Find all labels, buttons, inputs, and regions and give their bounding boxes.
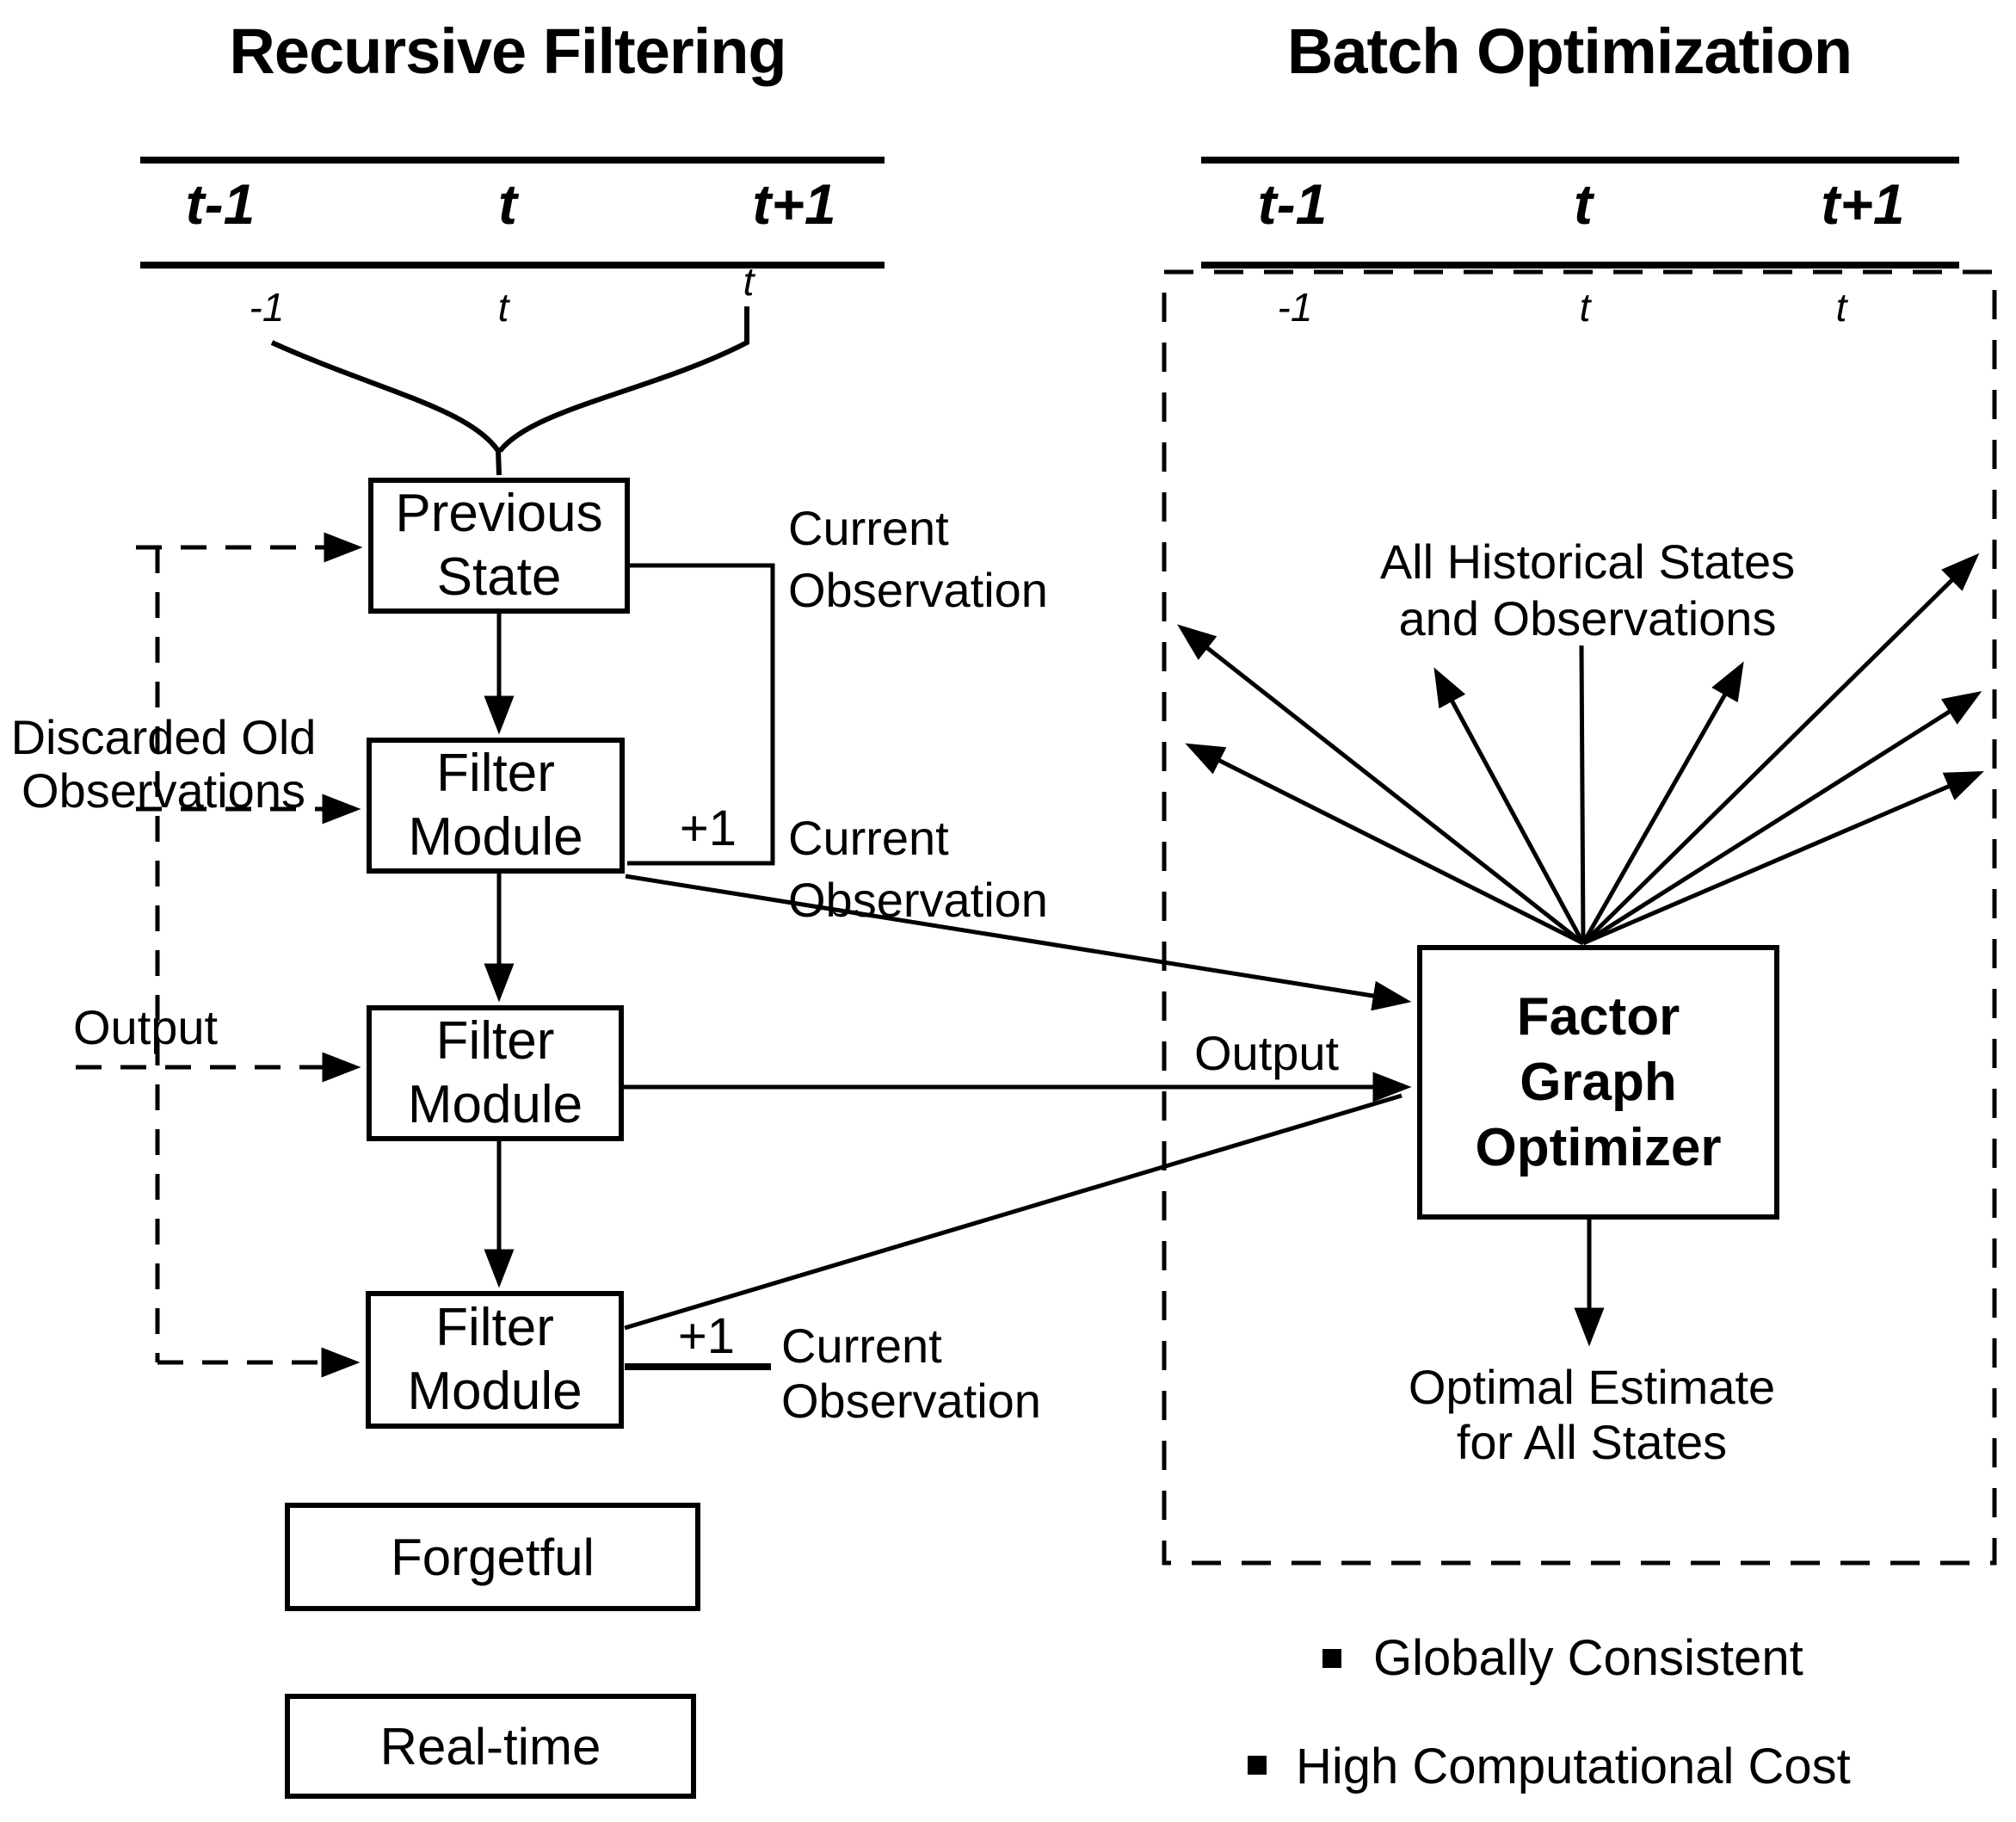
fan-arrow-up-right	[1581, 661, 1744, 945]
right-timeline-sublabel-1: -1	[1277, 285, 1313, 330]
optimal-estimate-label: Optimal Estimate for All States	[1408, 1360, 1776, 1469]
high-computational-cost-bullet: High Computational Cost	[1296, 1739, 1851, 1794]
plus-one-label-1: +1	[679, 800, 737, 856]
batch-region-dashed-border	[1162, 269, 1997, 1566]
fan-arrow-left	[1185, 743, 1585, 946]
left-timeline-label-t: t	[498, 172, 517, 236]
left-panel-title: Recursive Filtering	[229, 15, 786, 87]
funnel-left-curve	[270, 340, 502, 476]
right-timeline-sublabel-2: t	[1579, 285, 1591, 330]
factor-graph-optimizer-box: Factor Graph Optimizer	[1417, 945, 1779, 1220]
right-panel-title: Batch Optimization	[1286, 15, 1853, 87]
filter-module-box-1: Filter Module	[367, 738, 625, 874]
left-timeline-sublabel-3: t	[743, 259, 755, 304]
line-filter3-to-optimizer	[624, 1093, 1403, 1331]
bullet-square-1	[1322, 1649, 1341, 1668]
fan-arrow-far-right-low	[1582, 771, 1984, 946]
right-output-label: Output	[1194, 1026, 1340, 1080]
discarded-observations-label: Discarded Old Observations	[10, 710, 317, 818]
right-timeline-label-t-minus-1: t-1	[1257, 172, 1328, 236]
right-timeline-sublabel-3: t	[1835, 285, 1847, 330]
fan-arrow-far-left	[1177, 624, 1585, 945]
arrow-filter1-to-optimizer	[625, 874, 1412, 1011]
globally-consistent-bullet: Globally Consistent	[1373, 1630, 1803, 1686]
left-timeline-label-t-plus-1: t+1	[752, 172, 836, 236]
plus-one-label-2: +1	[677, 1308, 736, 1364]
bullet-square-2	[1248, 1756, 1267, 1775]
right-timeline-label-t-plus-1: t+1	[1821, 172, 1905, 236]
current-observation-label-1: Current Observation	[788, 501, 1048, 617]
all-historical-states-label: All Historical States and Observations	[1379, 534, 1796, 645]
filter-module-box-2: Filter Module	[367, 1005, 624, 1141]
fan-line-to-label	[1579, 645, 1586, 944]
left-output-label: Output	[73, 1000, 219, 1054]
funnel-right-curve	[497, 306, 749, 453]
fan-arrow-far-right-top	[1581, 553, 1980, 945]
left-timeline-label-t-minus-1: t-1	[185, 172, 256, 236]
left-timeline-sublabel-2: t	[497, 285, 509, 330]
observation-loop-line	[627, 563, 775, 866]
current-observation-label-2: Current Observation	[788, 811, 1048, 927]
previous-state-box: Previous State	[368, 478, 630, 614]
fan-arrow-up-left	[1433, 667, 1586, 945]
right-timeline-label-t: t	[1574, 172, 1593, 236]
fan-arrow-far-right-mid	[1581, 690, 1982, 946]
forgetful-box: Forgetful	[285, 1503, 700, 1611]
filter-module-box-3: Filter Module	[366, 1291, 624, 1429]
left-timeline-sublabel-1: -1	[249, 285, 285, 330]
realtime-box: Real-time	[285, 1694, 696, 1799]
current-observation-label-3: Current Observation	[781, 1319, 1041, 1428]
